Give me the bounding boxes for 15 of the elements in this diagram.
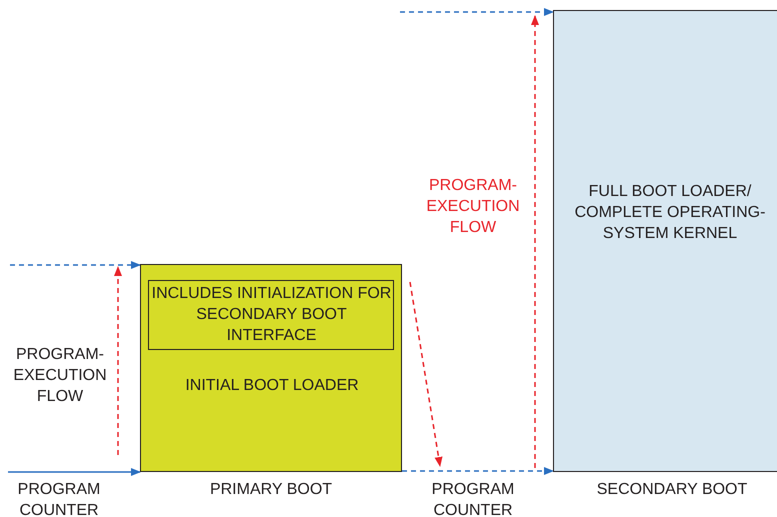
box-label: INITIAL BOOT LOADER <box>184 376 360 396</box>
flow-label: PROGRAM- EXECUTION FLOW <box>425 176 521 238</box>
arrow <box>400 8 554 16</box>
arrow <box>10 261 141 269</box>
kernel-box <box>553 10 777 472</box>
counter-label: PROGRAM COUNTER <box>16 480 102 517</box>
arrow <box>402 467 554 475</box>
stage-caption: SECONDARY BOOT <box>596 480 748 500</box>
stage-caption: PRIMARY BOOT <box>208 480 334 500</box>
arrow <box>8 468 141 476</box>
flow-label: PROGRAM- EXECUTION FLOW <box>12 345 108 407</box>
counter-label: PROGRAM COUNTER <box>430 480 516 517</box>
box-label: INCLUDES INITIALIZATION FOR SECONDARY BOOT INTERFACE <box>150 284 392 346</box>
box-label: FULL BOOT LOADER/ COMPLETE OPERATING- SYSTEM KERNEL <box>574 182 766 244</box>
boot-loader-box <box>140 264 402 472</box>
